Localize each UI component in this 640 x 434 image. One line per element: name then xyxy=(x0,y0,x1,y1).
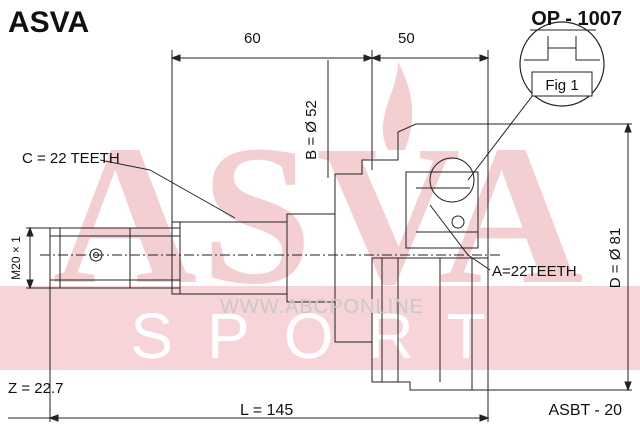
dim-label-m: M20 × 1 xyxy=(9,236,23,280)
footer-code: ASBT - 20 xyxy=(548,402,622,419)
shaft-end xyxy=(49,227,181,289)
housing xyxy=(334,123,489,391)
dim-label-z: Z = 22.7 xyxy=(8,380,64,397)
leader-a xyxy=(467,254,491,271)
watermark-band xyxy=(0,286,640,370)
dim-label-c: C = 22 TEETH xyxy=(22,150,120,167)
dim-label-d: D = Ø 81 xyxy=(607,228,624,288)
watermark-url: WWW.ABCPONLINE xyxy=(220,296,424,318)
dim-label-b: B = Ø 52 xyxy=(303,100,320,160)
part-number: OP - 1007 xyxy=(531,8,622,30)
dim-label-l: L = 145 xyxy=(240,402,294,419)
spline-section xyxy=(171,221,288,295)
ball xyxy=(429,157,475,203)
fig1-callout: Fig 1 xyxy=(519,21,605,107)
fig-label: Fig 1 xyxy=(545,77,578,94)
cage xyxy=(405,171,479,249)
leader-c xyxy=(149,169,236,219)
dim-label-a: A=22TEETH xyxy=(492,263,577,280)
neck xyxy=(286,213,336,303)
watermark-flame-icon xyxy=(382,62,413,150)
leader-fig xyxy=(467,94,534,181)
dim-label-50: 50 xyxy=(398,30,415,47)
brand-logo: ASVA xyxy=(8,6,90,39)
watermark-sport: SPORT xyxy=(130,300,519,372)
dim-label-60: 60 xyxy=(244,30,261,47)
